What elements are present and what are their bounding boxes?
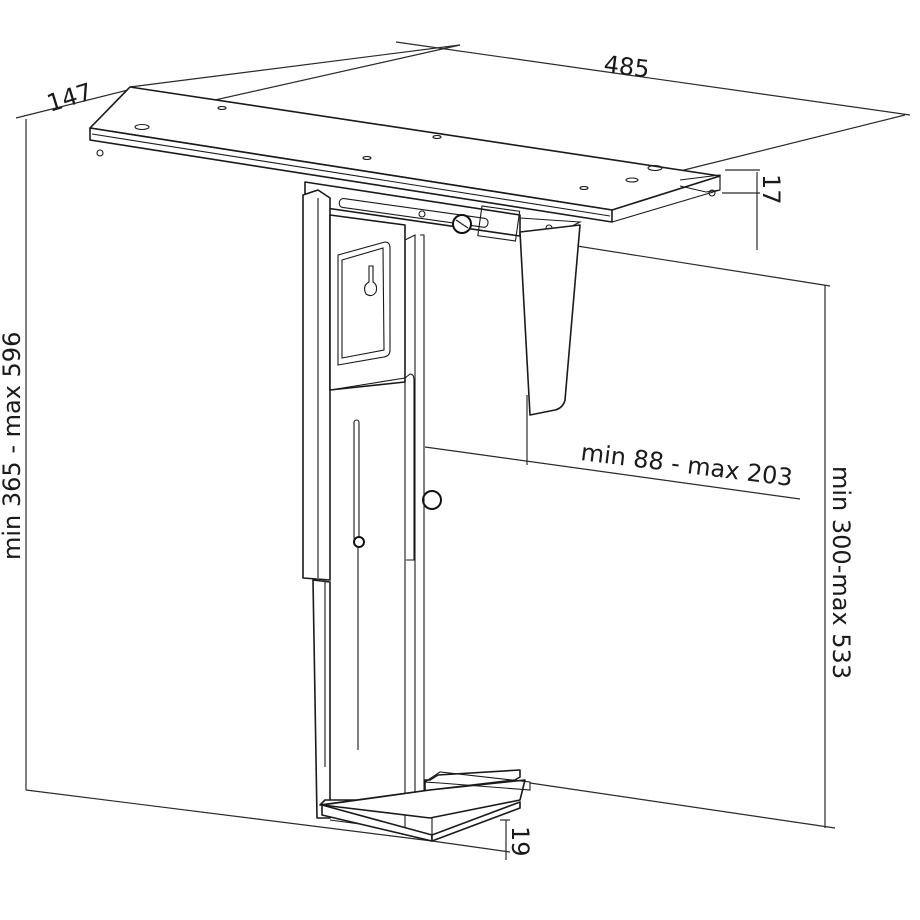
plate-thickness-label: 17 <box>757 174 785 205</box>
bottom-tray <box>319 769 531 842</box>
right-side-plate <box>519 224 581 416</box>
side-knob <box>422 490 442 510</box>
depth-dimension-label: 147 <box>44 78 96 118</box>
height-lock-screw <box>353 536 365 548</box>
top-mounting-plate <box>89 86 721 223</box>
left-vertical-bracket <box>302 189 442 831</box>
total-height-range-label: min 365 - max 596 <box>0 332 26 560</box>
dimension-lines <box>15 41 911 860</box>
width-dimension-label: 485 <box>602 50 651 83</box>
bottom-tray-height-label: 19 <box>506 826 534 857</box>
case-height-range-label: min 300-max 533 <box>827 466 855 679</box>
